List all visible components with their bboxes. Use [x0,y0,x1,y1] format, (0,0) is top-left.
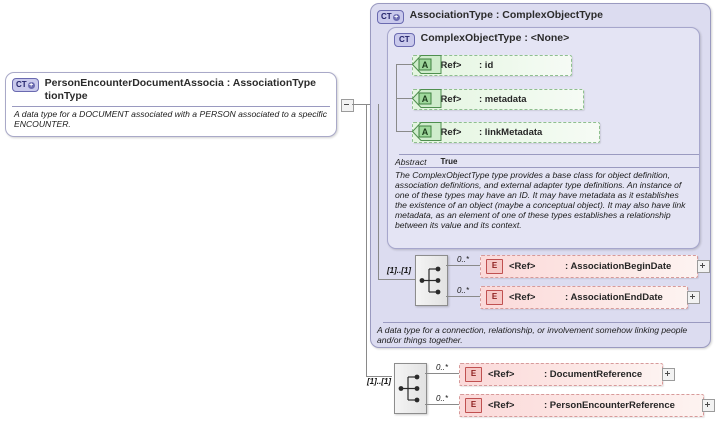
svg-text:A: A [422,127,429,137]
divider [383,322,710,323]
element-label: <Ref>: PersonEncounterReference [488,400,675,411]
cardinality-label: 0..* [436,363,449,372]
element-expander[interactable] [687,291,700,304]
complex-object-type-header: CT ComplexObjectType : <None> [388,28,699,49]
cardinality-label: 0..* [436,394,449,403]
attribute-label: <Ref>: id [435,60,494,71]
sequence-occurrence-label: [1]..[1] [387,266,411,275]
element-icon: E [465,367,482,382]
complex-type-icon: CT+ [12,78,39,92]
divider [12,106,330,107]
element-icon: E [486,290,503,305]
connector-line [352,104,366,105]
svg-text:A: A [422,94,429,104]
svg-text:A: A [422,60,429,70]
derived-sequence-compositor[interactable] [394,363,427,414]
association-type-documentation: A data type for a connection, relationsh… [377,325,688,345]
sequence-compositor-icon [398,374,420,403]
element-label: <Ref>: AssociationEndDate [509,292,663,303]
connector-line [396,64,412,65]
element-association-begin-date[interactable]: E <Ref>: AssociationBeginDate [480,255,698,278]
element-label: <Ref>: AssociationBeginDate [509,261,672,272]
complex-type-icon: CT [394,33,415,47]
attribute-id[interactable]: A <Ref>: id [412,55,572,76]
element-label: <Ref>: DocumentReference [488,369,643,380]
root-type-title: PersonEncounterDocumentAssocia : Associa… [44,77,316,102]
connector-line [366,376,392,377]
root-type-header: CT+ PersonEncounterDocumentAssocia : Ass… [6,73,336,104]
element-expander[interactable] [662,368,675,381]
connector-line [366,104,367,376]
cardinality-label: 0..* [457,255,470,264]
element-icon: E [465,398,482,413]
sequence-compositor[interactable] [415,255,448,306]
connector-line [425,373,459,374]
divider [399,167,699,168]
association-type-title: AssociationType : ComplexObjectType [409,9,603,21]
connector-line [378,104,379,279]
facet-label: Abstract [395,157,427,167]
sequence-compositor-icon [419,266,441,295]
attribute-link-metadata[interactable]: A <Ref>: linkMetadata [412,122,600,143]
connector-line [425,404,459,405]
complex-type-icon: CT+ [377,10,404,24]
attribute-icon: A [412,122,442,141]
root-type-box[interactable]: CT+ PersonEncounterDocumentAssocia : Ass… [5,72,337,137]
divider [399,154,699,155]
association-type-header: CT+ AssociationType : ComplexObjectType [371,4,710,27]
connector-line [396,98,412,99]
connector-line [396,131,412,132]
root-type-documentation: A data type for a DOCUMENT associated wi… [14,109,328,129]
element-icon: E [486,259,503,274]
element-person-encounter-reference[interactable]: E <Ref>: PersonEncounterReference [459,394,704,417]
attribute-label: <Ref>: metadata [435,94,527,105]
complex-object-type-documentation: The ComplexObjectType type provides a ba… [395,170,686,230]
element-expander[interactable] [702,399,715,412]
root-type-expander[interactable] [341,99,354,112]
attribute-metadata[interactable]: A <Ref>: metadata [412,89,584,110]
attribute-icon: A [412,89,442,108]
derived-sequence-occurrence-label: [1]..[1] [367,377,391,386]
abstract-facet: Abstract True [387,155,697,168]
cardinality-label: 0..* [457,286,470,295]
element-expander[interactable] [697,260,710,273]
element-document-reference[interactable]: E <Ref>: DocumentReference [459,363,663,386]
facet-value: True [440,157,458,166]
attribute-icon: A [412,55,442,74]
connector-line [446,265,480,266]
attribute-label: <Ref>: linkMetadata [435,127,543,138]
element-association-end-date[interactable]: E <Ref>: AssociationEndDate [480,286,688,309]
connector-line [378,279,415,280]
connector-line [446,296,480,297]
complex-object-type-title: ComplexObjectType : <None> [420,32,570,44]
